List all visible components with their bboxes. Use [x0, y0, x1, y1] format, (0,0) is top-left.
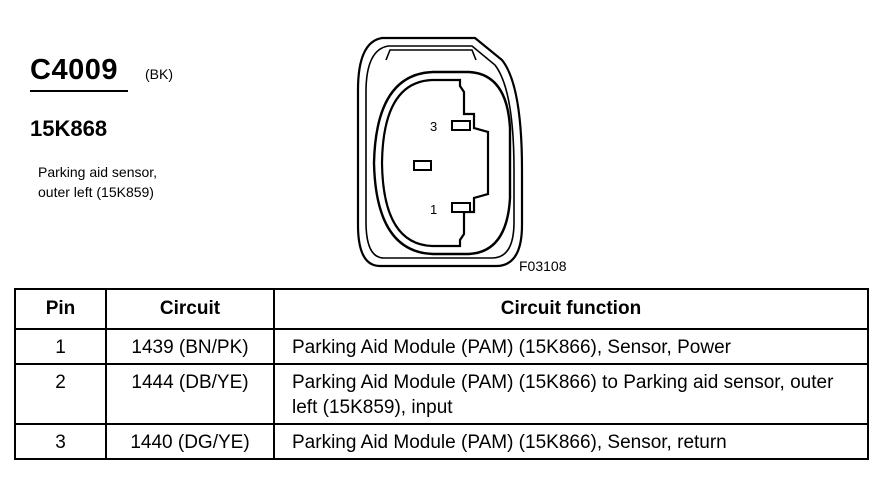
table-header-row: Pin Circuit Circuit function [14, 288, 869, 330]
pin-1-label: 1 [430, 202, 437, 217]
connector-face-diagram: 3 1 [356, 36, 524, 268]
pin-cell: 2 [14, 363, 107, 425]
circuit-cell: 1444 (DB/YE) [105, 363, 275, 425]
circuit-cell: 1439 (BN/PK) [105, 328, 275, 365]
header-pin: Pin [14, 288, 107, 330]
pin-2-terminal [413, 160, 432, 171]
header-circuit: Circuit [105, 288, 275, 330]
pin-cell: 3 [14, 423, 107, 460]
table-row: 3 1440 (DG/YE) Parking Aid Module (PAM) … [14, 423, 869, 460]
connector-housing-outer [356, 36, 524, 268]
description-line-1: Parking aid sensor, [38, 164, 158, 180]
connector-latch [385, 49, 477, 61]
figure-code: F03108 [519, 258, 567, 274]
header-circuit-function: Circuit function [273, 288, 869, 330]
connector-face-inner [380, 78, 490, 248]
circuit-cell: 1440 (DG/YE) [105, 423, 275, 460]
connector-id-underline [30, 90, 128, 92]
description-line-2: outer left (15K859) [38, 184, 154, 200]
function-cell: Parking Aid Module (PAM) (15K866) to Par… [273, 363, 869, 425]
pin-cell: 1 [14, 328, 107, 365]
connector-description: Parking aid sensor, outer left (15K859) [38, 162, 157, 202]
function-cell: Parking Aid Module (PAM) (15K866), Senso… [273, 328, 869, 365]
connector-color: (BK) [145, 66, 173, 82]
pin-3-label: 3 [430, 119, 437, 134]
pin-table: Pin Circuit Circuit function 1 1439 (BN/… [14, 288, 869, 460]
pin-3-terminal [451, 120, 471, 131]
table-row: 2 1444 (DB/YE) Parking Aid Module (PAM) … [14, 363, 869, 425]
connector-housing-inner [365, 45, 515, 259]
connector-id: C4009 [30, 54, 118, 86]
pin-1-terminal [451, 202, 471, 213]
part-number: 15K868 [30, 116, 108, 141]
connector-face-outer [372, 70, 512, 256]
function-cell: Parking Aid Module (PAM) (15K866), Senso… [273, 423, 869, 460]
table-row: 1 1439 (BN/PK) Parking Aid Module (PAM) … [14, 328, 869, 365]
